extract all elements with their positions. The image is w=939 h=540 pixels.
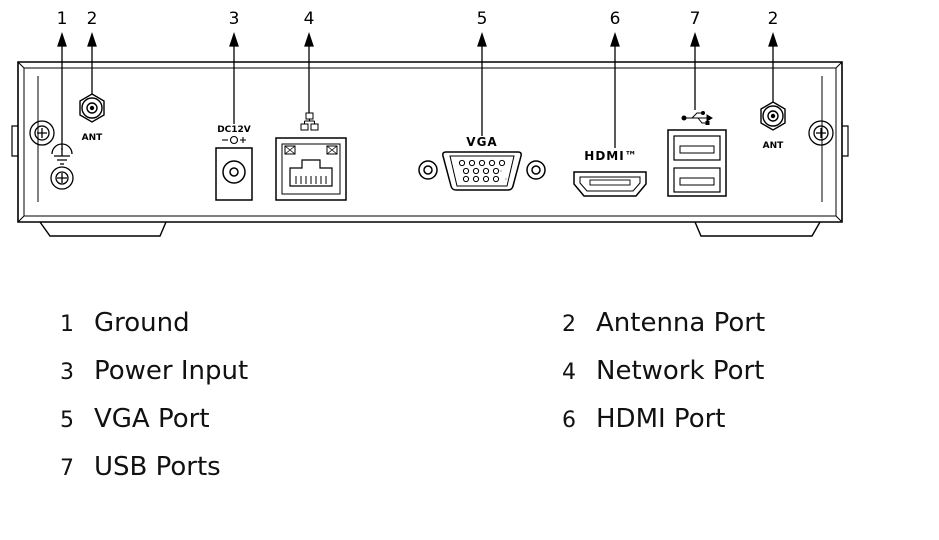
network-icon (300, 112, 319, 131)
callout-5: 5 (477, 9, 488, 29)
callout-6: 6 (610, 9, 621, 29)
ground-terminal (50, 166, 74, 190)
callout-3: 3 (229, 9, 240, 29)
antenna-left-label: ANT (82, 133, 103, 143)
antenna-right-label: ANT (763, 141, 784, 151)
power-input-port (215, 147, 253, 201)
callout-1: 1 (57, 9, 68, 29)
usb-icon (681, 111, 713, 125)
screw-icon-right (808, 120, 834, 146)
dc-label: DC12V (217, 125, 251, 135)
usb-ports (667, 129, 727, 197)
antenna-port-right (760, 101, 786, 131)
screw-icon-left (29, 120, 55, 146)
callout-7: 7 (690, 9, 701, 29)
network-port (275, 137, 347, 201)
hdmi-port (573, 171, 647, 197)
callout-2-left: 2 (87, 9, 98, 29)
dc-polarity-icon (222, 135, 246, 145)
hdmi-label: HDMI™ (584, 149, 637, 163)
callout-arrows (57, 31, 778, 150)
vga-label: VGA (466, 135, 497, 149)
callout-2-right: 2 (768, 9, 779, 29)
vga-port (418, 151, 546, 191)
device-body (11, 61, 849, 237)
vga-pins (458, 159, 507, 183)
callout-4: 4 (304, 9, 315, 29)
antenna-port-left (79, 93, 105, 123)
